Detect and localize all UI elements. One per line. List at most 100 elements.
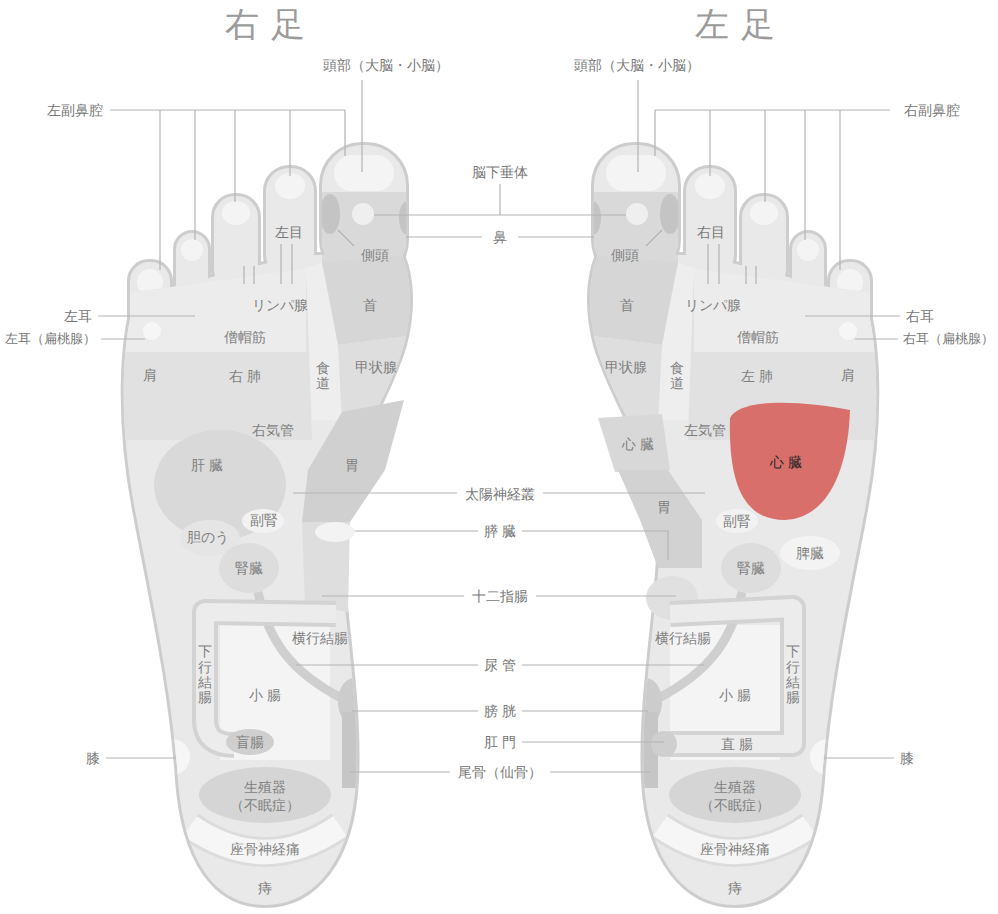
zone-label: 肛 門	[484, 734, 516, 751]
illustration-polygon	[618, 470, 702, 568]
zone-text: 右 肺	[229, 368, 261, 384]
zone-text: リンパ腺	[252, 297, 308, 313]
illustration-path	[805, 316, 900, 339]
illustration-path	[374, 184, 626, 215]
zone-label: 尾骨（仙骨）	[458, 764, 542, 781]
reflex-zone: 副腎	[721, 512, 753, 531]
illustration-circle	[651, 731, 677, 757]
reflex-zone: 小 腸	[247, 686, 283, 705]
illustration-ellipse	[315, 522, 355, 542]
zone-text: リンパ腺	[685, 297, 741, 313]
zone-text: 胃	[657, 499, 671, 515]
reflex-zone: 肩	[839, 366, 857, 385]
zone-label: 十二指腸	[472, 588, 528, 605]
zone-text: 肝 臓	[191, 457, 223, 473]
zone-label: 膝	[86, 750, 100, 767]
reflex-zone: 食道	[668, 360, 686, 393]
zone-label: 左耳	[64, 308, 92, 325]
reflex-zone: 座骨神経痛	[698, 840, 772, 859]
zone-text: 座骨神経痛	[230, 841, 300, 857]
reflex-zone: 小 腸	[717, 686, 753, 705]
zone-label: 右副鼻腔	[904, 102, 960, 119]
zone-text: 胃	[345, 457, 359, 473]
zone-text: 肩	[143, 367, 157, 383]
zone-label: 鼻	[493, 229, 507, 246]
reflex-zone: 首	[361, 296, 379, 315]
zone-text: 僧帽筋	[737, 329, 779, 345]
illustration-path	[106, 757, 894, 758]
zone-label: 右目	[697, 224, 725, 241]
zone-text: 直 腸	[721, 736, 753, 752]
reflex-zone: 盲腸	[234, 733, 266, 752]
zone-text: 首	[620, 297, 634, 313]
illustration-g	[154, 400, 404, 755]
reflex-zone: 胃	[655, 498, 673, 517]
illustration-path	[708, 244, 756, 284]
reflex-zone: 食道	[314, 360, 332, 393]
zone-text: 甲状腺	[355, 359, 397, 375]
zone-text: 小 腸	[719, 687, 751, 703]
zone-text: 副腎	[250, 512, 278, 528]
reflex-zone: 左 肺	[739, 367, 775, 386]
zone-text: 腎臓	[235, 560, 263, 576]
zone-label: 脳下垂体	[472, 164, 528, 181]
zone-label: 頭部（大脳・小脳）	[574, 57, 700, 74]
illustration-path	[730, 403, 850, 520]
illustration-g	[598, 403, 850, 757]
foot-heading: 右足	[110, 2, 420, 46]
zone-label: 右耳	[906, 308, 934, 325]
zone-label: 頭部（大脳・小脳）	[323, 57, 449, 74]
illustration-path	[110, 80, 362, 270]
zone-text: 脾臓	[796, 545, 824, 561]
reflex-zone: リンパ腺	[683, 296, 743, 315]
zone-text: 僧帽筋	[224, 329, 266, 345]
zone-text: 横行結腸	[292, 630, 348, 646]
illustration-ellipse	[219, 543, 279, 593]
illustration-ellipse	[780, 536, 840, 570]
reflex-zone: 胆のう	[185, 528, 231, 547]
leader-lines	[98, 80, 900, 772]
zone-label: 太陽神経叢	[465, 486, 535, 503]
zone-text: 腎臓	[737, 560, 765, 576]
zone-text: 側頭	[361, 247, 389, 263]
zone-text: 小 腸	[249, 687, 281, 703]
zone-text: 盲腸	[236, 734, 264, 750]
foot-heading: 左足	[580, 2, 890, 46]
zone-text: 生殖器 （不眠症）	[699, 778, 772, 814]
reflex-zone: 副腎	[248, 511, 280, 530]
reflex-zone: 生殖器 （不眠症）	[697, 777, 774, 815]
reflex-zone: 心 臓	[768, 453, 804, 472]
zone-text: 左 肺	[741, 368, 773, 384]
reflex-zone: 横行結腸	[290, 629, 350, 648]
zone-text: 側頭	[611, 247, 639, 263]
reflex-zone: リンパ腺	[250, 296, 310, 315]
zone-label: 膝	[900, 750, 914, 767]
zone-label: 膀 胱	[484, 703, 516, 720]
illustration-path	[668, 608, 793, 744]
reflex-zone: 座骨神経痛	[228, 840, 302, 859]
illustration-ellipse	[721, 543, 781, 593]
reflex-zone: 左気管	[682, 421, 728, 440]
zone-text: 左気管	[684, 422, 726, 438]
zone-text: 下行結腸	[198, 644, 212, 706]
zone-text: 座骨神経痛	[700, 841, 770, 857]
illustration-polygon	[302, 400, 404, 522]
zone-text: 心 臓	[622, 436, 654, 452]
zone-text: 首	[363, 297, 377, 313]
reflex-zone: 甲状腺	[603, 358, 649, 377]
illustration-ellipse	[716, 509, 758, 533]
zone-text: 甲状腺	[605, 359, 647, 375]
illustration-path	[244, 244, 292, 284]
foot-region: 左足側頭首リンパ腺僧帽筋甲状腺食道左 肺肩心 臓左気管心 臓胃副腎脾臓腎臓横行結…	[580, 0, 890, 914]
reflex-zone: 肝 臓	[189, 456, 225, 475]
reflex-zone: 右気管	[250, 421, 296, 440]
zone-text: 食道	[670, 361, 684, 392]
zone-text: 心 臓	[770, 454, 802, 470]
reflex-zone: 腎臓	[233, 559, 265, 578]
reflex-zone: 腎臓	[735, 559, 767, 578]
zone-label: 痔	[258, 880, 272, 897]
zone-label: 膵 臓	[484, 523, 516, 540]
reflex-zone: 僧帽筋	[222, 328, 268, 347]
zone-text: 右気管	[252, 422, 294, 438]
